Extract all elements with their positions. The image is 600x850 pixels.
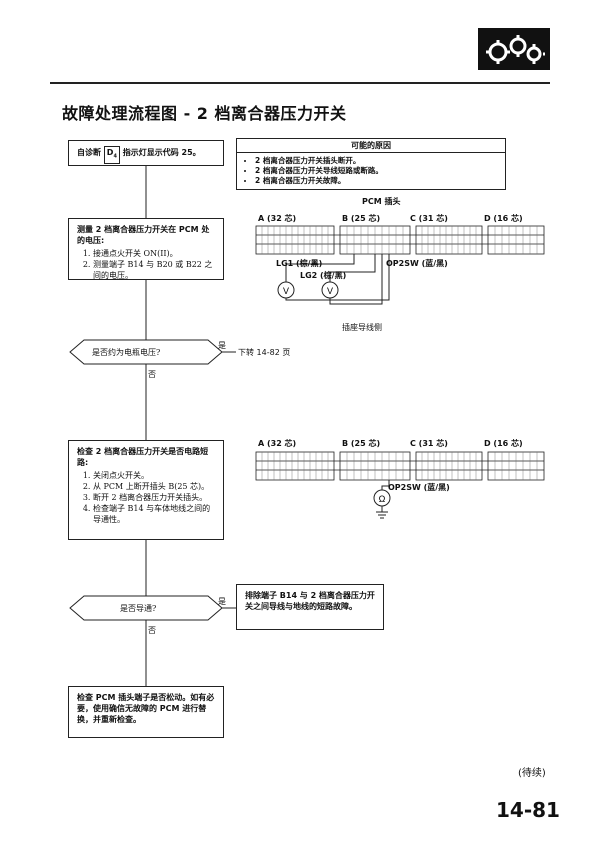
page-number: 14-81 (496, 798, 560, 822)
connector-a-label: A (32 芯) (258, 214, 297, 223)
wire-op2sw-label-2: OP2SW (蓝/黑) (388, 483, 450, 492)
gear-logo-icon (478, 28, 550, 70)
step2-item: 检查端子 B14 与车体地线之间的导通性。 (93, 503, 215, 525)
d4-indicator-icon: D4 (103, 146, 120, 164)
page-title: 故障处理流程图 - 2 档离合器压力开关 (62, 104, 347, 123)
connector-b-label-2: B (25 芯) (342, 439, 381, 448)
cause-item: 2 档离合器压力开关插头断开。 (255, 156, 499, 166)
repair-box: 排除端子 B14 与 2 档离合器压力开关之间导线与地线的短路故障。 (236, 584, 384, 630)
decision2-yes: 是 (218, 597, 226, 606)
connector-d-label-2: D (16 芯) (484, 439, 523, 448)
step1-item: 测量端子 B14 与 B20 或 B22 之间的电压。 (93, 259, 215, 281)
step1-item: 接通点火开关 ON(II)。 (93, 248, 215, 259)
final-box: 检查 PCM 插头端子是否松动。如有必要，使用确信无故障的 PCM 进行替换，并… (68, 686, 224, 738)
badge-letter: D (106, 148, 114, 157)
wire-op2sw-label: OP2SW (蓝/黑) (386, 259, 448, 268)
connector-c-label: C (31 芯) (410, 214, 448, 223)
meter-1-glyph: V (283, 286, 289, 296)
step2-item: 从 PCM 上断开插头 B(25 芯)。 (93, 481, 215, 492)
start-box: 自诊断 D4 指示灯显示代码 25。 (68, 140, 224, 166)
cause-item: 2 档离合器压力开关故障。 (255, 176, 499, 186)
decision1-question: 是否约为电瓶电压? (92, 348, 161, 357)
step1-box: 测量 2 档离合器压力开关在 PCM 处的电压: 接通点火开关 ON(II)。 … (68, 218, 224, 280)
header-rule (50, 82, 550, 84)
ohmmeter-icon (373, 489, 391, 507)
ohm-glyph: Ω (379, 494, 386, 504)
connector-c-label-2: C (31 芯) (410, 439, 448, 448)
decision-diamond-2 (69, 595, 223, 621)
causes-box: 2 档离合器压力开关插头断开。 2 档离合器压力开关导线短路或断路。 2 档离合… (236, 152, 506, 190)
wire-lg2-label: LG2 (棕/黑) (300, 271, 347, 280)
badge-sub: 4 (113, 153, 117, 160)
pcm-connector-diagram-2: Ω (255, 451, 545, 519)
decision1-yes: 是 (218, 341, 226, 350)
diagram1-caption: 插座导线侧 (342, 323, 382, 332)
step1-heading: 测量 2 档离合器压力开关在 PCM 处的电压: (77, 225, 210, 245)
meter-2-glyph: V (327, 286, 333, 296)
continued-note: (待续) (518, 768, 546, 779)
decision-diamond-1 (69, 339, 223, 365)
decision1-no: 否 (148, 370, 156, 379)
start-suffix: 指示灯显示代码 25。 (122, 148, 201, 157)
connector-b-label: B (25 芯) (342, 214, 381, 223)
voltmeter-2-icon (321, 281, 339, 299)
step2-heading: 检查 2 档离合器压力开关是否电路短路: (77, 447, 209, 467)
voltmeter-1-icon (277, 281, 295, 299)
diagram1-title: PCM 插头 (362, 197, 401, 206)
causes-header: 可能的原因 (236, 138, 506, 153)
cause-item: 2 档离合器压力开关导线短路或断路。 (255, 166, 499, 176)
step2-item: 断开 2 档离合器压力开关插头。 (93, 492, 215, 503)
decision1-goto: 下转 14-82 页 (238, 348, 291, 357)
start-prefix: 自诊断 (77, 148, 101, 157)
connector-a-label-2: A (32 芯) (258, 439, 297, 448)
wire-lg1-label: LG1 (棕/黑) (276, 259, 323, 268)
decision2-question: 是否导通? (120, 604, 157, 613)
pcm-connector-diagram-1: V V (255, 225, 545, 305)
step2-item: 关闭点火开关。 (93, 470, 215, 481)
step2-box: 检查 2 档离合器压力开关是否电路短路: 关闭点火开关。 从 PCM 上断开插头… (68, 440, 224, 540)
decision2-no: 否 (148, 626, 156, 635)
connector-d-label: D (16 芯) (484, 214, 523, 223)
